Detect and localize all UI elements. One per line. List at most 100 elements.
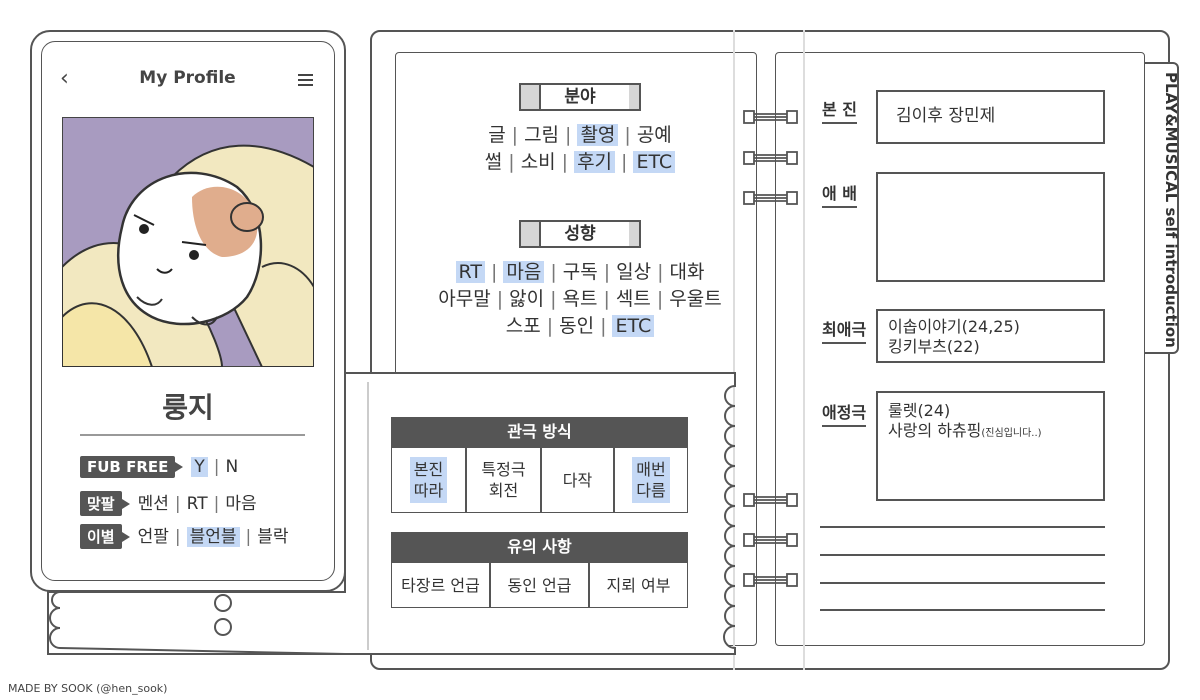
profile-row-chip: FUB FREE [80,456,184,478]
love-show-label: 애정극 [822,399,867,427]
viewing-option: 특정극 회전 [466,447,541,513]
field-title-box: 분야 [519,83,641,111]
tendency-tag: 스포 [505,315,541,337]
binder-ring [743,150,799,166]
tendency-line-3: 스포|동인|ETC [410,311,750,338]
main-label: 본 진 [822,96,858,124]
profile-option: 블락 [257,527,289,547]
notebook-spine [733,30,735,670]
caution-item-label: 지뢰 여부 [606,575,671,595]
tendency-tag: 구독 [562,261,598,283]
field-line-2: 썰|소비|후기|ETC [430,147,730,174]
note-line-3 [820,582,1105,584]
love-show-note: (진심입니다..) [981,428,1042,439]
tendency-tag: 대화 [669,261,705,283]
separator: | [245,527,252,547]
tendency-tag: 동인 [559,315,595,337]
viewing-option-label: 본진 따라 [409,457,448,503]
separator: | [174,527,181,547]
field-tag: 공예 [636,124,672,146]
separator: | [490,261,498,283]
love-show-box: 룰렛(24) 사랑의 하츄핑(진심입니다..) [876,391,1105,501]
separator: | [550,261,557,283]
field-tag: 촬영 [577,124,619,146]
note-line-2 [820,554,1105,556]
note-line-4 [820,609,1105,611]
separator: | [550,288,557,310]
tendency-line-1: RT|마음|구독|일상|대화 [410,257,750,284]
profile-option: RT [186,494,208,514]
love-show-line-1: 룰렛(24) [888,401,951,420]
tendency-tag: 섹트 [615,288,651,310]
field-tag: ETC [633,151,676,173]
tendency-tag: ETC [612,315,655,337]
field-tag: 소비 [520,151,556,173]
fav-actor-box [876,172,1105,282]
caution-item: 타장르 언급 [391,562,490,608]
caution-item-label: 동인 언급 [507,575,572,595]
side-tab [1145,62,1179,354]
separator: | [213,494,220,514]
profile-name: 룽지 [162,391,214,424]
viewing-header: 관극 방식 [391,417,688,447]
separator: | [174,494,181,514]
separator: | [546,315,554,337]
tendency-tag: 아무말 [438,288,491,310]
field-tag: 후기 [574,151,616,173]
separator: | [565,124,572,146]
separator: | [511,124,519,146]
separator: | [496,288,504,310]
separator: | [600,315,607,337]
tendency-tag: 앓이 [509,288,545,310]
binder-ring [743,109,799,125]
back-icon[interactable]: ‹ [60,66,69,91]
main-value: 김이후 장민제 [896,106,996,126]
tendency-line-2: 아무말|앓이|욕트|섹트|우울트 [410,284,750,311]
tendency-tag: 일상 [616,261,652,283]
love-show-line-2: 사랑의 하츄핑 [888,421,982,440]
name-divider [80,434,305,436]
separator: | [508,151,515,173]
field-tag: 그림 [524,124,560,146]
fav-show-line-2: 킹키부츠(22) [888,337,980,356]
profile-option: 멘션 [137,494,169,514]
fav-show-line-1: 이솝이야기(24,25) [888,317,1020,336]
separator: | [621,151,628,173]
field-line-1: 글|그림|촬영|공예 [430,120,730,147]
notebook-spine-2 [803,30,805,670]
viewing-option: 다작 [541,447,614,513]
fav-show-box: 이솝이야기(24,25) 킹키부츠(22) [876,309,1105,363]
hamburger-menu-icon[interactable] [298,74,313,86]
binder-ring [743,492,799,508]
ticket-hole-1 [214,594,232,612]
credit: MADE BY SOOK (@hen_sook) [8,682,168,695]
tendency-title: 성향 [564,224,596,244]
viewing-option-label: 특정극 회전 [481,460,526,500]
caution-header: 유의 사항 [391,532,688,562]
viewing-option-label: 매번 다름 [632,457,670,503]
separator: | [603,288,610,310]
profile-row-chip: 이별 [80,524,130,549]
tendency-tag: 마음 [503,261,545,283]
tendency-tag: RT [455,261,485,283]
binder-ring [743,572,799,588]
profile-row-chip: 맞팔 [80,491,130,516]
separator: | [656,288,664,310]
profile-option: N [225,457,239,477]
side-tab-text: PLAY&MUSICAL self introduction [1162,72,1180,348]
main-value-box: 김이후 장민제 [876,90,1105,144]
field-tag: 썰 [484,151,503,173]
note-line-1 [820,526,1105,528]
ticket-hole-2 [214,618,232,636]
binder-ring [743,190,799,206]
viewing-option: 매번 다름 [614,447,688,513]
profile-option: 마음 [225,494,257,514]
viewing-option: 본진 따라 [391,447,466,513]
phone-title: My Profile [139,68,236,88]
tendency-tag: 욕트 [562,288,598,310]
separator: | [657,261,664,283]
viewing-option-label: 다작 [562,470,593,490]
field-tag: 글 [488,124,506,146]
